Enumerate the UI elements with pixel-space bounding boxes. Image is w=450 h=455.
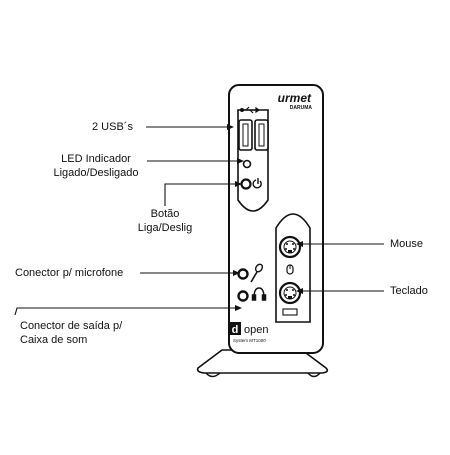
headphones-icon bbox=[251, 287, 267, 301]
stand-foot-left bbox=[205, 372, 221, 378]
label-keyboard: Teclado bbox=[390, 285, 428, 297]
mouse-port bbox=[278, 235, 302, 259]
leader-power bbox=[164, 183, 238, 206]
model-label: System MT1000 bbox=[233, 338, 266, 343]
keyboard-port bbox=[278, 281, 302, 305]
keyboard-icon bbox=[282, 308, 298, 316]
label-usb: 2 USB´s bbox=[92, 121, 133, 133]
label-audio-line1: Conector de saída p/ bbox=[20, 320, 123, 332]
brand-bottom: DARUMA bbox=[290, 105, 313, 111]
device-stand bbox=[196, 349, 329, 374]
mouse-icon bbox=[286, 264, 294, 275]
dopen-logo: d open bbox=[229, 322, 268, 336]
microphone-jack bbox=[237, 268, 249, 280]
usb-symbol-icon bbox=[240, 106, 261, 114]
label-mouse: Mouse bbox=[390, 238, 424, 250]
label-audio-line2: Caixa de som bbox=[20, 334, 88, 346]
logo-word: open bbox=[244, 324, 268, 336]
label-mic: Conector p/ microfone bbox=[15, 267, 124, 279]
label-audio: Conector de saída p/ Caixa de som bbox=[20, 319, 122, 347]
leader-audio bbox=[14, 307, 238, 316]
brand-top: urmet bbox=[278, 91, 312, 105]
audio-out-jack bbox=[237, 290, 249, 302]
label-led-line2: Ligado/Desligado bbox=[53, 167, 139, 179]
led-indicator bbox=[242, 159, 252, 169]
microphone-icon bbox=[250, 263, 264, 283]
power-button bbox=[240, 178, 252, 190]
logo-letter: d bbox=[232, 324, 239, 336]
label-power-line2: Liga/Deslig bbox=[137, 222, 193, 234]
label-power: Botão Liga/Deslig bbox=[120, 207, 210, 235]
stand-foot-right bbox=[307, 372, 321, 378]
label-led: LED Indicador Ligado/Desligado bbox=[40, 152, 152, 180]
power-symbol-icon bbox=[252, 178, 262, 189]
label-led-line1: LED Indicador bbox=[61, 153, 131, 165]
label-power-line1: Botão bbox=[150, 208, 180, 220]
